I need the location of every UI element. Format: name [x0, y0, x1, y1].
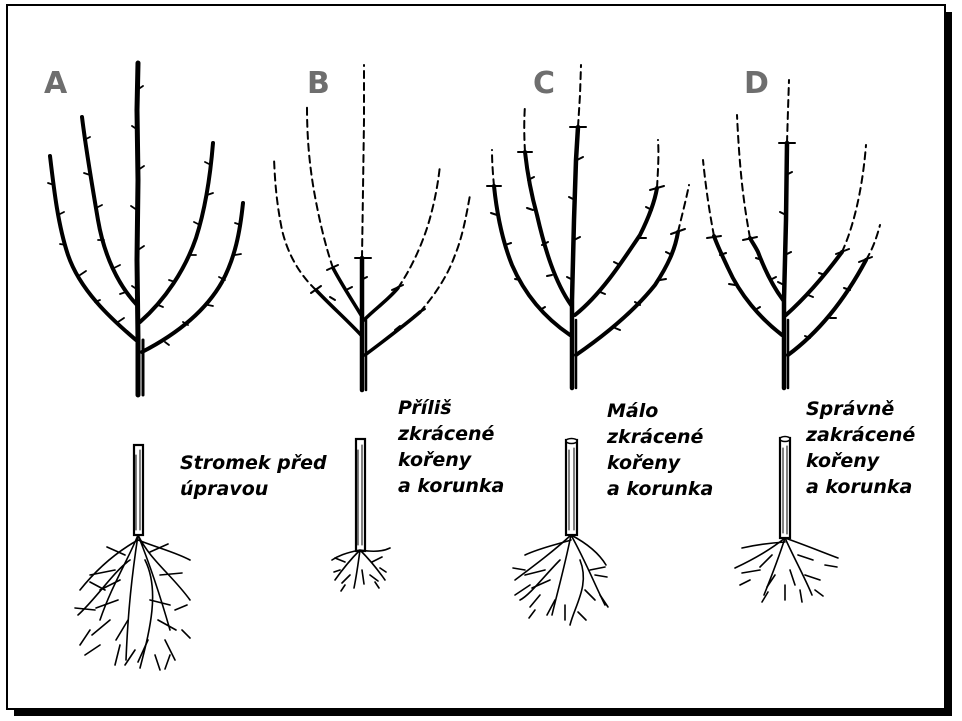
caption-d: Správně zakrácené kořeny a korunka	[806, 396, 915, 500]
panel-label-d: D	[744, 66, 770, 101]
tree-b-crown	[274, 65, 470, 390]
caption-b-line: kořeny	[398, 447, 504, 473]
tree-c-roots	[513, 439, 608, 626]
caption-b-line: Příliš	[398, 395, 504, 421]
caption-a: Stromek před úpravou	[180, 450, 327, 502]
panel-label-b: B	[307, 66, 331, 101]
tree-a-crown	[48, 63, 243, 395]
caption-c-line: zkrácené	[607, 424, 713, 450]
caption-a-line: úpravou	[180, 476, 327, 502]
panel-label-a: A	[44, 66, 68, 101]
caption-d-line: Správně	[806, 396, 915, 422]
caption-b-line: zkrácené	[398, 421, 504, 447]
caption-d-line: zakrácené	[806, 422, 915, 448]
panel-label-c: C	[533, 66, 556, 101]
caption-d-line: a korunka	[806, 474, 915, 500]
caption-c-line: kořeny	[607, 450, 713, 476]
tree-d-crown	[703, 80, 880, 388]
tree-a-roots	[75, 445, 190, 670]
caption-a-line: Stromek před	[180, 450, 327, 476]
caption-b: Příliš zkrácené kořeny a korunka	[398, 395, 504, 499]
tree-b-roots	[332, 439, 390, 591]
caption-c: Málo zkrácené kořeny a korunka	[607, 398, 713, 502]
caption-c-line: a korunka	[607, 476, 713, 502]
caption-b-line: a korunka	[398, 473, 504, 499]
caption-c-line: Málo	[607, 398, 713, 424]
tree-c-crown	[487, 65, 689, 388]
caption-d-line: kořeny	[806, 448, 915, 474]
